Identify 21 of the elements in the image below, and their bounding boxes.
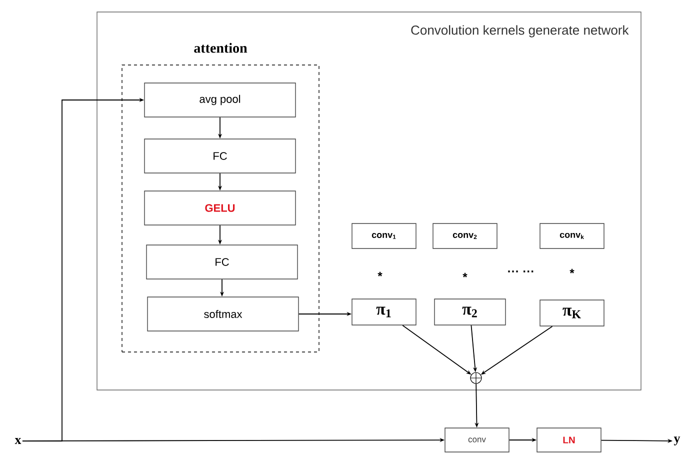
process-box: conv$_{1}$ [352,223,416,249]
process-box: FC [144,138,296,174]
process-box: conv [444,428,510,452]
process-box: LN [536,428,602,452]
process-box: softmax [147,296,299,332]
node-label: attention [194,42,248,53]
variable-label: y [674,436,680,446]
operator-label: ··· ··· [508,270,534,272]
process-box: conv$_{2}$ [432,223,498,249]
sum-symbol [470,372,482,384]
process-box: π$_{1}$ [352,298,416,326]
process-box: FC [146,244,298,280]
operator-label: * [570,268,574,274]
operator-label: * [462,272,468,278]
operator-label: * [378,272,382,276]
process-box: avg pool [144,82,296,118]
process-box: π$_{K}$ [540,300,604,326]
process-box: conv$_{k}$ [540,223,604,249]
process-box: π$_{2}$ [434,298,506,326]
variable-label: x [14,438,22,444]
process-box: GELU [144,190,296,226]
